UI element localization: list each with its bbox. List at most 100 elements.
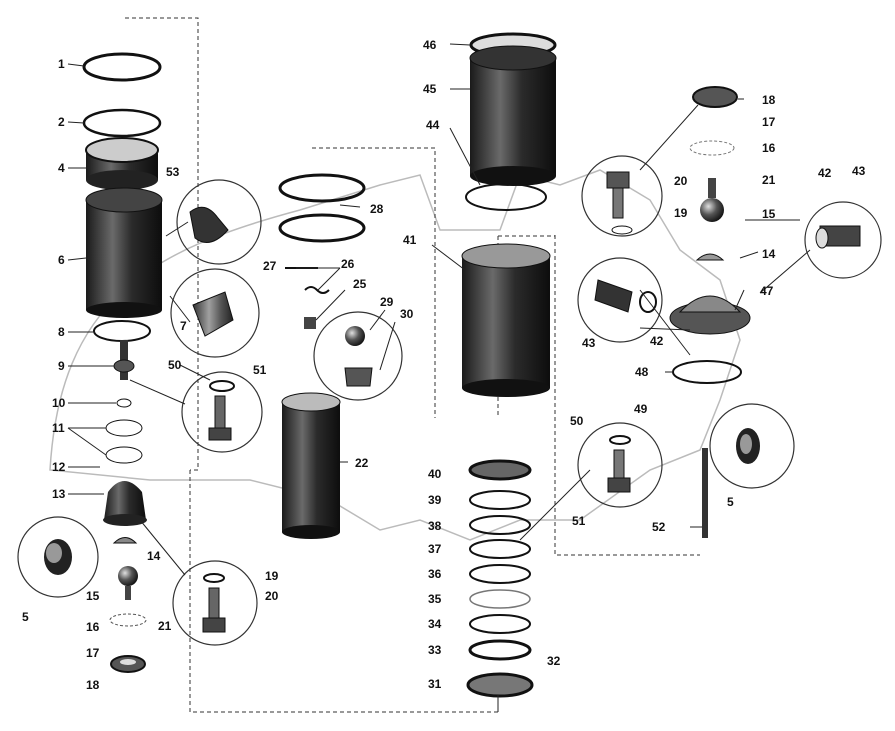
label-51-left: 51: [253, 363, 267, 377]
label-16-left: 16: [86, 620, 100, 634]
part-1-ring: [82, 52, 162, 82]
label-2: 2: [58, 115, 65, 129]
label-17-right: 17: [762, 115, 776, 129]
label-18-right: 18: [762, 93, 776, 107]
label-19-left: 19: [265, 569, 279, 583]
callout-5-right: [709, 403, 795, 489]
part-13-boot: [103, 481, 147, 526]
label-49: 49: [634, 402, 648, 416]
label-30: 30: [400, 307, 414, 321]
label-39: 39: [428, 493, 442, 507]
label-53: 53: [166, 165, 180, 179]
label-22: 22: [355, 456, 369, 470]
watermark: [49, 169, 741, 541]
leader-lines: [67, 43, 811, 712]
label-42-right: 42: [818, 166, 832, 180]
part-9-valve-stem: [113, 340, 135, 380]
callout-53: [176, 179, 262, 265]
callout-19-20: [172, 560, 258, 646]
label-11: 11: [52, 421, 65, 435]
label-9: 9: [58, 359, 65, 373]
label-21-right: 21: [762, 173, 776, 187]
label-5-right: 5: [727, 495, 734, 509]
callout-19-20-right: [581, 155, 663, 237]
label-51-right: 51: [572, 514, 586, 528]
label-18-left: 18: [86, 678, 100, 692]
callout-29-30: [313, 311, 403, 401]
part-11-rings: [105, 419, 143, 464]
callout-51-left: [181, 371, 263, 453]
label-7: 7: [180, 319, 187, 333]
part-26-spring-clip: [304, 286, 330, 294]
part-44-ring: [465, 183, 547, 211]
label-50-right: 50: [570, 414, 584, 428]
label-15-right: 15: [762, 207, 776, 221]
label-26: 26: [341, 257, 355, 271]
label-10: 10: [52, 396, 66, 410]
label-41: 41: [403, 233, 417, 247]
label-37: 37: [428, 542, 442, 556]
label-19-right: 19: [674, 206, 688, 220]
label-38: 38: [428, 519, 442, 533]
label-14-left: 14: [147, 549, 161, 563]
label-15-left: 15: [86, 589, 100, 603]
part-4-collar: [85, 137, 159, 190]
label-48: 48: [635, 365, 649, 379]
label-46: 46: [423, 38, 437, 52]
callout-51-right: [577, 422, 663, 508]
label-35: 35: [428, 592, 442, 606]
callout-5-left: [17, 516, 99, 598]
label-52: 52: [652, 520, 666, 534]
label-20-left: 20: [265, 589, 279, 603]
part-18-nut-right: [692, 86, 738, 108]
label-45: 45: [423, 82, 437, 96]
label-21-left: 21: [158, 619, 172, 633]
part-48-ring: [672, 360, 742, 384]
label-31: 31: [428, 677, 442, 691]
label-36: 36: [428, 567, 442, 581]
label-5-left: 5: [22, 610, 29, 624]
label-34: 34: [428, 617, 442, 631]
part-14-cap-left: [112, 537, 138, 544]
label-4: 4: [58, 161, 65, 175]
label-14-right: 14: [762, 247, 776, 261]
label-12: 12: [52, 460, 66, 474]
label-32: 32: [547, 654, 561, 668]
label-50-left: 50: [168, 358, 182, 372]
part-14-cap-right: [695, 253, 725, 261]
label-44: 44: [426, 118, 440, 132]
part-47-diaphragm: [669, 295, 751, 335]
label-20-right: 20: [674, 174, 688, 188]
part-52-rod: [702, 448, 708, 538]
part-28-rings: [278, 173, 366, 243]
part-2-ring: [82, 108, 162, 138]
label-17-left: 17: [86, 646, 100, 660]
label-16-right: 16: [762, 141, 776, 155]
part-6-cylinder: [85, 187, 163, 318]
part-15-ball-right: [700, 178, 724, 222]
label-6: 6: [58, 253, 65, 267]
part-16-ring-right: [689, 140, 735, 156]
label-42-center: 42: [650, 334, 664, 348]
part-25-plug: [304, 317, 316, 329]
label-43-center: 43: [582, 336, 596, 350]
part-number-labels: 1 2 4 6 8 9 10 11 12 13 5 53 7 50 51 14 …: [22, 38, 866, 692]
label-8: 8: [58, 325, 65, 339]
label-47: 47: [760, 284, 774, 298]
part-8-ring: [93, 320, 151, 342]
callout-43-42-center: [577, 257, 663, 343]
part-22-sleeve: [281, 392, 341, 539]
ring-stack: [466, 459, 534, 698]
label-13: 13: [52, 487, 66, 501]
callout-43-42-right: [804, 201, 882, 279]
label-43-right: 43: [852, 164, 866, 178]
part-45-cylinder: [469, 45, 557, 186]
label-25: 25: [353, 277, 367, 291]
label-1: 1: [58, 57, 65, 71]
label-40: 40: [428, 467, 442, 481]
part-16-ring-left: [109, 613, 147, 627]
part-18-nut-left: [110, 655, 146, 673]
label-28: 28: [370, 202, 384, 216]
part-10-washer: [116, 398, 132, 408]
